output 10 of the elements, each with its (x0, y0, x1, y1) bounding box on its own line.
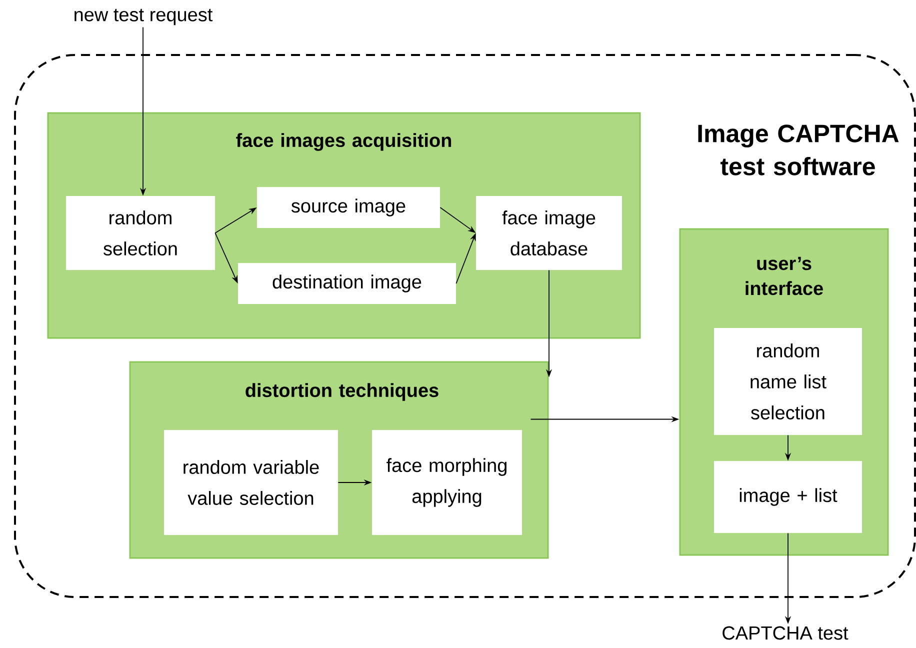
process-box: source image (257, 187, 440, 228)
process-box: image + list (714, 461, 862, 533)
text-label: new test request (74, 8, 213, 26)
text-label: CAPTCHA test (722, 626, 848, 640)
process-box: random selection (66, 196, 215, 270)
process-box: face morphing applying (372, 430, 522, 535)
process-box: random name list selection (714, 328, 862, 435)
process-box: destination image (238, 263, 456, 304)
process-box: random variable value selection (164, 430, 338, 535)
process-box: face image database (476, 196, 622, 270)
